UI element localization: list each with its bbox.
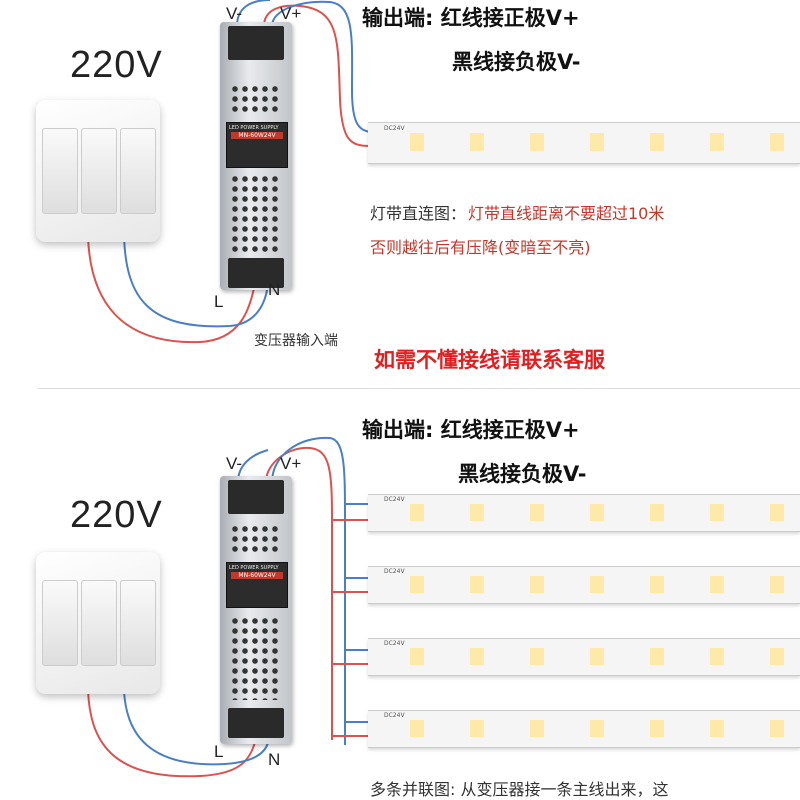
strip-label: DC24V [384,496,405,503]
section-divider [38,388,800,389]
voltage-label-top: 220V [70,44,163,86]
pole-vplus-top: V+ [280,4,302,23]
vent-grille [230,616,282,700]
pole-vminus-bottom: V- [226,454,243,473]
switch-rocker [81,128,117,214]
psu-label: LED POWER SUPPLY MN-60W24V [226,562,288,608]
pole-N-top: N [268,280,281,299]
strip-label: DC24V [384,125,405,132]
output-title-top: 输出端: 红线接正极V+ [362,6,580,30]
note-prefix-top: 灯带直连图： [370,204,467,223]
led-strip: DC24V [368,710,800,748]
power-supply-bottom: LED POWER SUPPLY MN-60W24V [220,476,292,744]
psu-model: MN-60W24V [231,132,283,139]
input-label: 变压器输入端 [254,333,338,349]
note-red-line2: 否则越往后有压降(变暗至不亮) [370,238,591,257]
output-terminal-block [228,480,284,514]
vent-grille [230,524,282,554]
switch-rocker [120,580,156,666]
psu-label: LED POWER SUPPLY MN-60W24V [226,122,288,168]
psu-brand: LED POWER SUPPLY [229,565,279,571]
voltage-label-bottom: 220V [70,494,163,536]
led-chip-row [378,504,798,521]
strip-label: DC24V [384,568,405,575]
led-strip: DC24V [368,638,800,676]
note-red-line1: 灯带直线距离不要超过10米 [468,204,665,223]
vent-grille [230,174,282,252]
led-strip: DC24V [368,566,800,604]
strip-label: DC24V [384,640,405,647]
led-chip-row [378,133,798,151]
switch-rocker [81,580,117,666]
top-wires [87,0,371,344]
led-strip: DC24V [368,494,800,532]
led-chip-row [378,648,798,665]
strip-label: DC24V [384,712,405,719]
switch-rocker [42,580,78,666]
pole-vplus-bottom: V+ [280,454,302,473]
psu-brand: LED POWER SUPPLY [229,125,279,131]
power-supply-top: LED POWER SUPPLY MN-60W24V [220,22,292,290]
switch-rocker [120,128,156,214]
pole-N-bottom: N [268,750,281,769]
wall-switch-top [36,100,160,242]
pole-L-top: L [214,292,224,311]
pole-vminus-top: V- [226,4,243,23]
output-title-bottom: 输出端: 红线接正极V+ [362,418,580,442]
output-sub-top: 黑线接负极V- [452,50,581,74]
psu-model: MN-60W24V [231,572,283,579]
contact-note: 如需不懂接线请联系客服 [374,348,605,372]
vent-grille [230,84,282,114]
wall-switch-bottom [36,552,160,694]
output-terminal-block [228,26,284,60]
input-terminal-block [228,708,284,738]
pole-L-bottom: L [214,742,224,761]
switch-rocker [42,128,78,214]
output-sub-bottom: 黑线接负极V- [458,462,587,486]
led-chip-row [378,576,798,593]
input-terminal-block [228,258,284,288]
led-chip-row [378,720,798,737]
note-bottom: 多条并联图: 从变压器接一条主线出来，这 [370,780,669,799]
led-strip-top: DC24V [368,122,800,164]
